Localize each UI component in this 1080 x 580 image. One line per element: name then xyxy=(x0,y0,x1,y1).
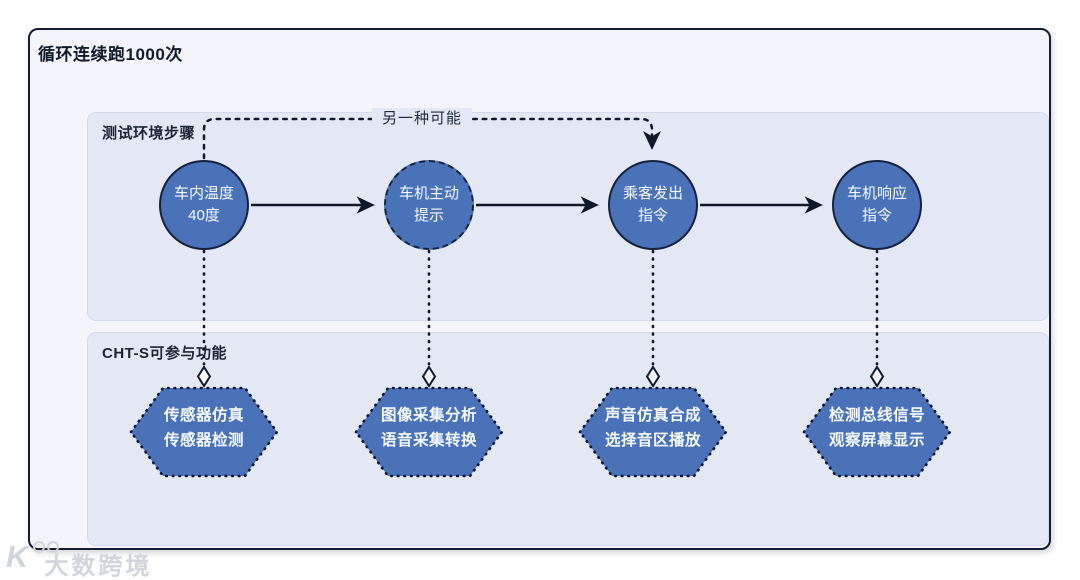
step-node-label: 车机响应 xyxy=(846,185,907,203)
step-node-label: 车内温度 xyxy=(173,185,234,203)
func-node-line: 传感器检测 xyxy=(163,431,244,449)
func-node-image-voice: 图像采集分析 语音采集转换 xyxy=(349,404,509,454)
diagram-title: 循环连续跑1000次 xyxy=(38,45,183,64)
func-node-line: 语音采集转换 xyxy=(380,431,477,449)
hexagon-func2 xyxy=(354,386,504,478)
step-node-label: 提示 xyxy=(413,207,444,224)
step-node-label: 乘客发出 xyxy=(622,185,683,203)
diamond-terminator-2 xyxy=(421,365,437,388)
func-node-line: 检测总线信号 xyxy=(828,407,925,424)
test-environment-panel-title: 测试环境步骤 xyxy=(102,125,196,142)
step-node-headunit-prompt: 车机主动 提示 xyxy=(384,160,474,250)
watermark-text: 大数跨境 xyxy=(44,553,153,580)
step-node-label: 指令 xyxy=(637,207,668,224)
step-node-label: 指令 xyxy=(861,207,892,224)
func-node-sensor: 传感器仿真 传感器检测 xyxy=(124,404,284,454)
step-node-temperature: 车内温度 40度 xyxy=(159,160,249,250)
func-node-line: 选择音区播放 xyxy=(604,431,701,449)
step-node-label: 车机主动 xyxy=(398,185,459,203)
diamond-terminator-4 xyxy=(869,365,885,388)
func-node-line: 图像采集分析 xyxy=(380,407,477,424)
diamond-terminator-3 xyxy=(645,365,661,388)
cht-s-functions-panel-title: CHT-S可参与功能 xyxy=(102,345,228,362)
watermark-logo-icon: K xyxy=(6,539,29,574)
func-node-bus-signal: 检测总线信号 观察屏幕显示 xyxy=(797,404,957,454)
func-node-sound-synthesis: 声音仿真合成 选择音区播放 xyxy=(573,404,733,454)
func-node-line: 观察屏幕显示 xyxy=(828,431,925,449)
func-node-line: 传感器仿真 xyxy=(163,407,244,424)
alternative-path-label: 另一种可能 xyxy=(371,108,473,130)
step-node-headunit-response: 车机响应 指令 xyxy=(832,160,922,250)
func-node-line: 声音仿真合成 xyxy=(604,407,701,424)
watermark-logo-dots-icon xyxy=(33,541,59,553)
hexagon-func4 xyxy=(802,386,952,478)
step-node-label: 40度 xyxy=(188,207,220,224)
step-node-passenger-command: 乘客发出 指令 xyxy=(608,160,698,250)
watermark: K 大数跨境 xyxy=(6,539,153,580)
hexagon-func1 xyxy=(129,386,279,478)
diamond-terminator-1 xyxy=(196,365,212,388)
hexagon-func3 xyxy=(578,386,728,478)
